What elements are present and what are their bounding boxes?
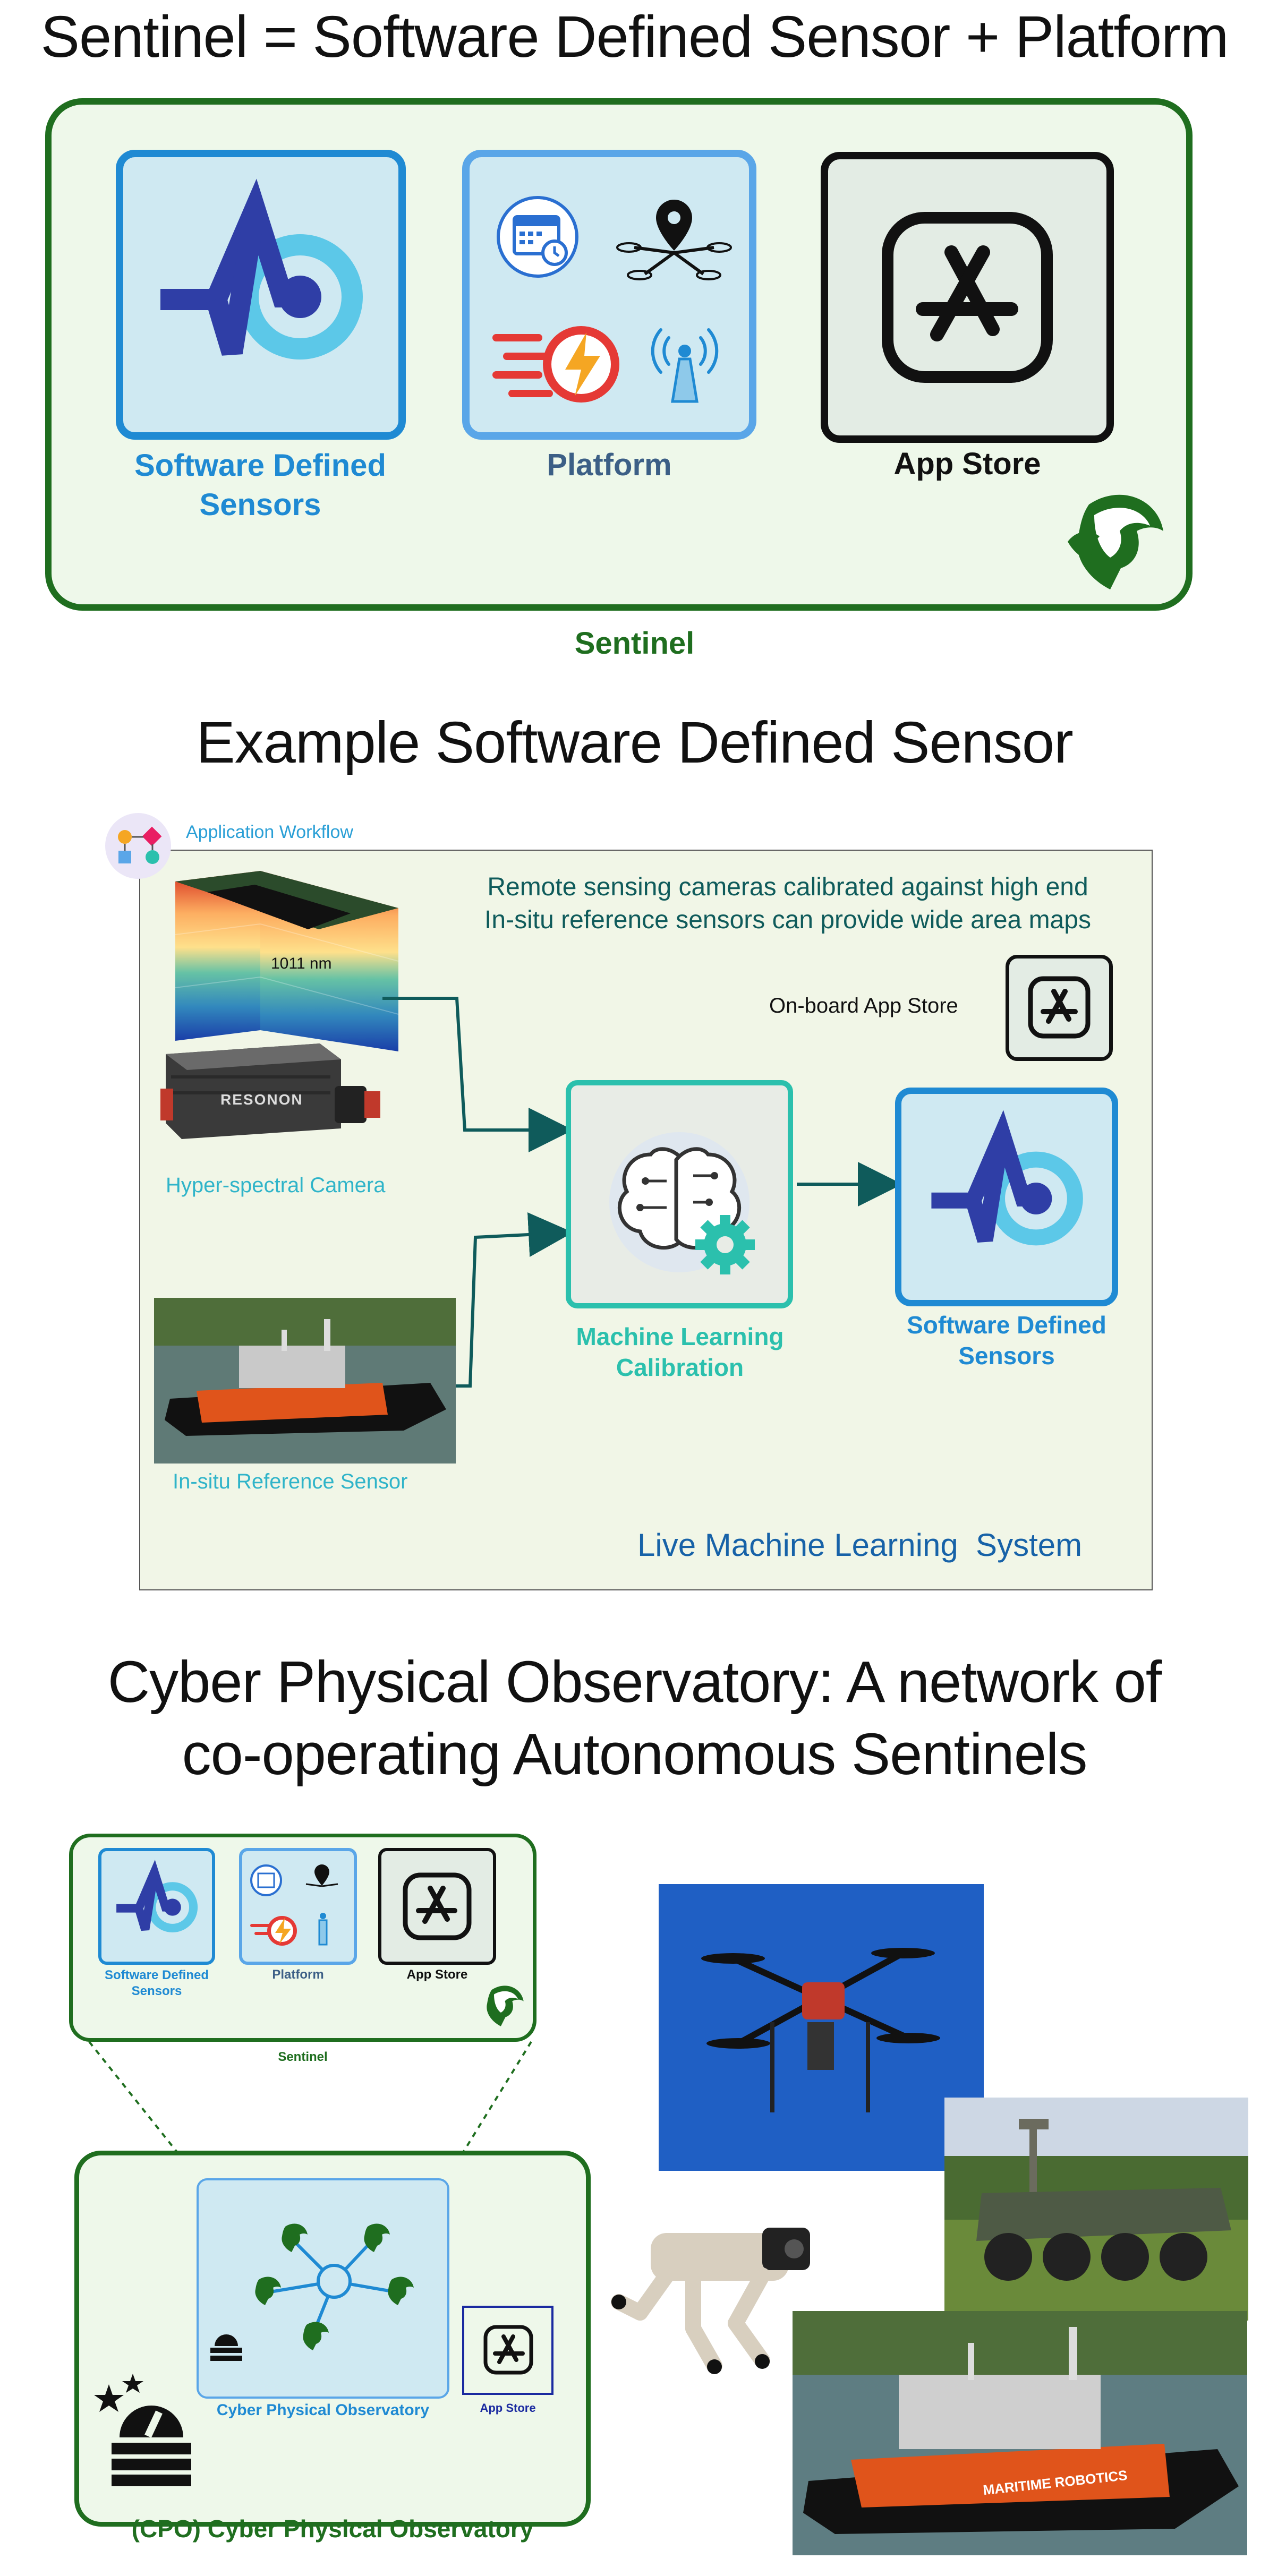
platform-icons <box>250 1864 338 1946</box>
section1-title: Sentinel = Software Defined Sensor + Pla… <box>40 4 1229 70</box>
app-store-icon <box>483 2325 533 2375</box>
app-store-tile[interactable] <box>821 152 1114 443</box>
note-line1: Remote sensing cameras calibrated agains… <box>487 873 1088 901</box>
drone-photo <box>659 1884 984 2171</box>
mini-platform-tile[interactable] <box>239 1848 357 1965</box>
ml-calibration-box[interactable] <box>566 1080 793 1308</box>
ml-label-line2: Calibration <box>616 1354 744 1381</box>
hyperspectral-camera-image <box>160 1043 380 1139</box>
insitu-label: In-situ Reference Sensor <box>173 1470 408 1493</box>
cpo-caption: (CPO) Cyber Physical Observatory <box>131 2515 534 2543</box>
mini-sds-label-2: Sensors <box>131 1984 182 1998</box>
sentinel-network-diagram <box>210 2223 414 2361</box>
cpo-inner-label: Cyber Physical Observatory <box>216 2401 430 2419</box>
hyperspectral-cube-image <box>175 871 399 1051</box>
observatory-icon <box>94 2374 191 2486</box>
camera-label: Hyper-spectral Camera <box>166 1174 386 1197</box>
sensor-pulse-icon <box>116 1860 198 1932</box>
sds-label-line2: Sensors <box>199 487 321 522</box>
app-store-icon <box>403 1872 472 1940</box>
app-store-icon <box>1028 976 1091 1039</box>
mini-app-tile[interactable] <box>378 1848 496 1965</box>
mini-sds-label-1: Software Defined <box>104 1968 209 1982</box>
camera-brand: RESONON <box>220 1091 303 1108</box>
mini-sds-tile[interactable] <box>98 1848 215 1965</box>
sds-tile[interactable] <box>116 150 406 440</box>
workflow-label: Application Workflow <box>186 822 353 842</box>
sds2-label-line2: Sensors <box>958 1342 1055 1370</box>
calendar-clock-icon <box>497 196 578 278</box>
sds2-label-line1: Software Defined <box>907 1311 1106 1339</box>
antenna-signal-icon <box>651 328 719 403</box>
drone-location-icon <box>616 200 732 280</box>
section2-title: Example Software Defined Sensor <box>196 710 1073 775</box>
spartan-helmet-logo <box>1068 494 1163 589</box>
sds-output-box[interactable] <box>895 1088 1118 1306</box>
mini-sentinel-caption: Sentinel <box>278 2050 328 2064</box>
sensor-pulse-icon <box>160 178 363 360</box>
robot-dog-photo <box>611 2228 810 2374</box>
platform-tile[interactable] <box>462 150 756 440</box>
app-store-icon <box>882 212 1053 383</box>
spartan-helmet-logo <box>487 1986 524 2026</box>
wavelength-label: 1011 nm <box>271 955 332 972</box>
onboard-app-label: On-board App Store <box>769 994 958 1017</box>
ground-vehicle-photo <box>944 2098 1248 2321</box>
mini-platform-label: Platform <box>272 1967 324 1982</box>
note-line2: In-situ reference sensors can provide wi… <box>484 906 1091 934</box>
cpo-app-store[interactable] <box>462 2306 553 2395</box>
platform-label: Platform <box>547 448 672 482</box>
app-store-label: App Store <box>893 447 1041 481</box>
sds-label-line1: Software Defined <box>134 448 386 483</box>
sensor-pulse-icon <box>931 1110 1083 1246</box>
cpo-network-panel[interactable] <box>197 2178 449 2399</box>
live-ml-system-label: Live Machine Learning System <box>637 1527 1083 1563</box>
workflow-icon <box>105 813 171 879</box>
brain-gear-icon <box>609 1132 755 1274</box>
section3-title-line1: Cyber Physical Observatory: A network of <box>107 1649 1162 1715</box>
insitu-boat-photo <box>154 1298 456 1464</box>
ml-label-line1: Machine Learning <box>576 1323 784 1350</box>
cpo-app-label: App Store <box>480 2401 536 2415</box>
onboard-app-store[interactable] <box>1006 955 1113 1061</box>
fast-power-icon <box>492 326 619 403</box>
sentinel-caption: Sentinel <box>574 626 695 661</box>
mini-app-label: App Store <box>406 1967 468 1982</box>
section3-title-line2: co-operating Autonomous Sentinels <box>182 1722 1088 1787</box>
surface-vessel-photo <box>793 2311 1247 2555</box>
